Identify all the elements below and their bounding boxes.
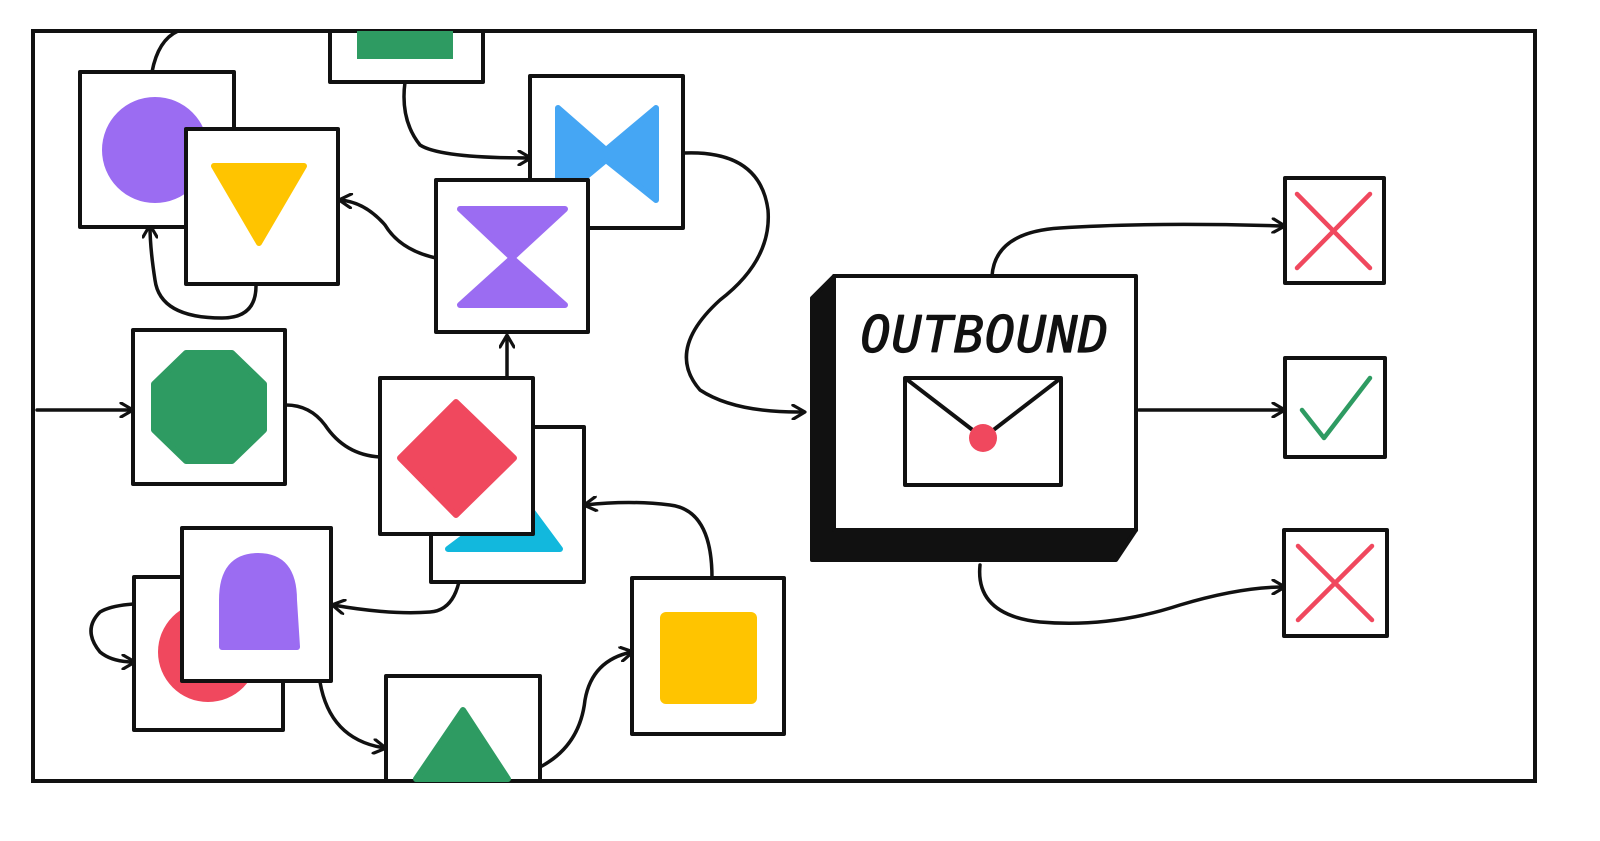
- connector: [682, 151, 804, 412]
- result-success: [1283, 356, 1387, 459]
- outbound-node: OUTBOUND: [810, 274, 1138, 562]
- triangle-icon: [413, 707, 511, 782]
- node-diamond-red: [378, 376, 535, 536]
- cross-icon: [1294, 191, 1373, 271]
- envelope-icon: [903, 376, 1063, 487]
- connector: [402, 80, 530, 158]
- checkmark-icon: [1299, 375, 1373, 441]
- connector: [340, 200, 438, 260]
- square-icon: [660, 612, 757, 704]
- result-fail-top: [1283, 176, 1386, 285]
- connector: [990, 224, 1284, 278]
- node-square-yellow: [630, 576, 786, 736]
- outbound-label: OUTBOUND: [861, 306, 1110, 364]
- node-triangle-down-yellow: [184, 127, 340, 286]
- node-triangle-green: [384, 674, 542, 783]
- connector: [284, 403, 382, 459]
- cross-icon: [1295, 543, 1375, 623]
- outer-frame: [31, 29, 1537, 783]
- result-fail-bottom: [1282, 528, 1389, 638]
- node-rect-green-top: [328, 29, 485, 84]
- connector: [977, 563, 1284, 625]
- triangle-down-icon: [211, 163, 307, 246]
- connector: [318, 680, 385, 748]
- arch-icon: [219, 553, 300, 650]
- node-hourglass-purple: [434, 178, 590, 334]
- node-octagon-green: [131, 328, 287, 486]
- hourglass-icon: [457, 206, 568, 308]
- diamond-icon: [397, 399, 517, 518]
- node-circle-purple: [78, 70, 236, 229]
- octagon-icon: [151, 350, 267, 464]
- node-arch-purple: [180, 526, 333, 683]
- connector: [150, 226, 258, 320]
- circle-icon: [102, 97, 208, 203]
- rectangle-icon: [357, 31, 453, 59]
- connector: [540, 652, 632, 768]
- connector: [150, 29, 180, 74]
- connector: [585, 503, 714, 580]
